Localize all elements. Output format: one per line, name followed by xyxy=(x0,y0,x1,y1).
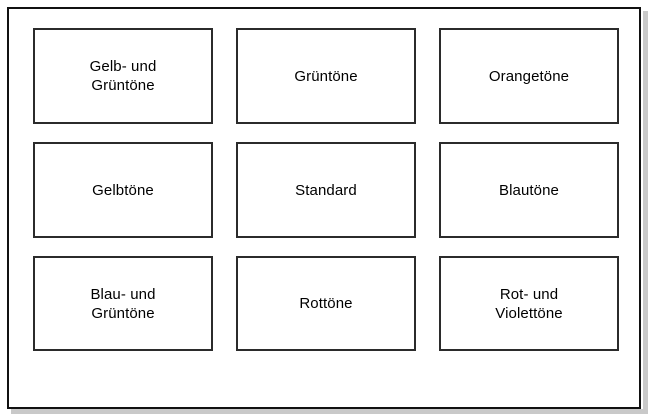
palette-tile-label: Rot- und Violettöne xyxy=(495,285,563,322)
window-shadow-bottom xyxy=(11,409,648,414)
palette-tile-label: Grüntöne xyxy=(294,67,358,85)
palette-chooser-grid: Gelb- und Grüntöne Grüntöne Orangetöne G… xyxy=(33,28,619,351)
palette-tile-label: Gelbtöne xyxy=(92,181,154,199)
palette-tile-blau-und-gruentoene[interactable]: Blau- und Grüntöne xyxy=(33,256,213,351)
palette-tile-gruentoene[interactable]: Grüntöne xyxy=(236,28,416,124)
window-shadow-right xyxy=(643,11,648,413)
palette-tile-gelbtoene[interactable]: Gelbtöne xyxy=(33,142,213,238)
palette-tile-label: Orangetöne xyxy=(488,67,570,85)
window-frame: Gelb- und Grüntöne Grüntöne Orangetöne G… xyxy=(7,7,641,409)
palette-tile-standard[interactable]: Standard xyxy=(236,142,416,238)
palette-tile-label: Blautöne xyxy=(498,181,560,199)
palette-tile-gelb-und-gruentoene[interactable]: Gelb- und Grüntöne xyxy=(33,28,213,124)
palette-tile-rot-und-violettoene[interactable]: Rot- und Violettöne xyxy=(439,256,619,351)
palette-tile-rottoene[interactable]: Rottöne xyxy=(236,256,416,351)
palette-tile-label: Blau- und Grüntöne xyxy=(90,285,156,322)
palette-tile-orangetoene[interactable]: Orangetöne xyxy=(439,28,619,124)
palette-tile-label: Standard xyxy=(295,181,357,199)
palette-tile-label: Rottöne xyxy=(299,295,353,312)
palette-tile-label: Gelb- und Grüntöne xyxy=(89,58,157,94)
palette-tile-blautoene[interactable]: Blautöne xyxy=(439,142,619,238)
